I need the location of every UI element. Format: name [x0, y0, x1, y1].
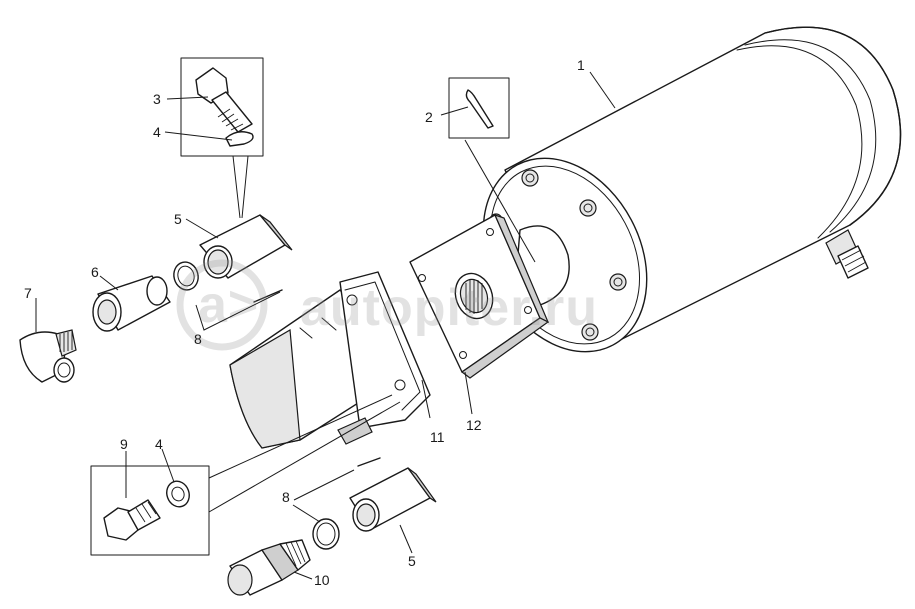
side-fitting — [825, 229, 869, 279]
part-5-lower-block — [349, 467, 437, 532]
part-2-cotter-pin — [448, 77, 510, 139]
callout-6: 6 — [91, 264, 99, 280]
watermark-symbol: a> — [198, 276, 259, 334]
callout-4-lower: 4 — [155, 436, 163, 452]
part-8-lower-oring — [312, 457, 381, 550]
parts-9-4-lower-group — [90, 465, 210, 556]
callout-5-upper: 5 — [174, 211, 182, 227]
callout-5-lower: 5 — [408, 553, 416, 569]
callout-2: 2 — [425, 109, 433, 125]
part-8-upper-oring — [173, 261, 283, 303]
part-5-upper-block — [199, 214, 293, 279]
callout-10: 10 — [314, 572, 330, 588]
watermark-text: autopiter.ru — [300, 279, 598, 337]
callout-8-lower: 8 — [282, 489, 290, 505]
part-11-pump — [229, 271, 431, 449]
watermark: a> autopiter.ru — [176, 259, 598, 351]
callout-3: 3 — [153, 91, 161, 107]
callout-8-upper: 8 — [194, 331, 202, 347]
callout-4-upper: 4 — [153, 124, 161, 140]
part-6-adapter-sleeve — [92, 275, 171, 332]
part-10-nipple-fitting — [227, 539, 311, 596]
parts-3-4-upper-group — [180, 57, 264, 157]
callout-11: 11 — [430, 429, 445, 445]
leader-lines — [35, 71, 616, 580]
part-7-elbow-fitting — [19, 329, 77, 383]
callouts: 1 2 3 4 5 6 7 8 9 4 8 5 10 11 12 — [24, 57, 585, 588]
callout-1: 1 — [577, 57, 585, 73]
watermark-ring — [176, 259, 268, 351]
part-12-flange-plate — [409, 214, 550, 379]
callout-9: 9 — [120, 436, 128, 452]
callout-12: 12 — [466, 417, 482, 433]
callout-7: 7 — [24, 285, 32, 301]
